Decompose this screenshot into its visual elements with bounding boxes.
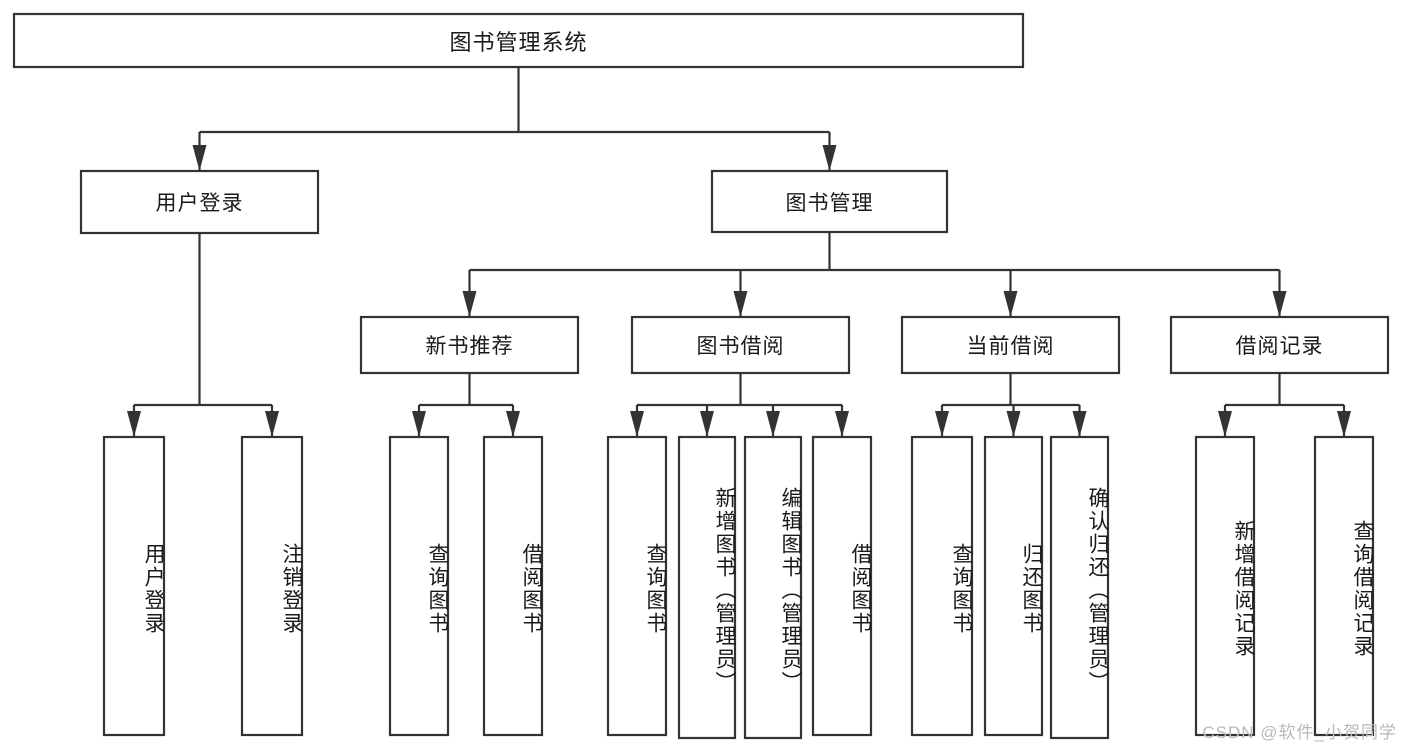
arrow-head-leaf-add-book bbox=[700, 411, 714, 437]
node-box-current-borrow[interactable] bbox=[900, 315, 1121, 375]
node-box-leaf-logout[interactable] bbox=[240, 435, 304, 737]
arrow-head-current-borrow bbox=[1003, 291, 1018, 317]
node-box-leaf-edit-book[interactable] bbox=[743, 435, 803, 740]
node-box-leaf-user-login[interactable] bbox=[102, 435, 166, 737]
node-box-leaf-query-book-3[interactable] bbox=[910, 435, 974, 737]
node-box-book-borrow[interactable] bbox=[630, 315, 851, 375]
box-layer bbox=[12, 12, 1390, 740]
node-box-book-manage[interactable] bbox=[710, 169, 949, 234]
node-box-leaf-query-book-2[interactable] bbox=[606, 435, 668, 737]
node-box-leaf-add-record[interactable] bbox=[1194, 435, 1256, 737]
arrow-head-leaf-borrow-book-1 bbox=[506, 411, 520, 437]
arrow-head-new-book-rec bbox=[462, 291, 477, 317]
arrow-head-leaf-edit-book bbox=[766, 411, 780, 437]
arrow-head-book-manage bbox=[822, 145, 837, 171]
arrow-head-leaf-query-book-2 bbox=[630, 411, 644, 437]
node-box-borrow-record[interactable] bbox=[1169, 315, 1390, 375]
arrow-head-leaf-logout bbox=[265, 411, 279, 437]
node-box-leaf-borrow-book-1[interactable] bbox=[482, 435, 544, 737]
node-box-leaf-confirm-return[interactable] bbox=[1049, 435, 1110, 740]
arrow-head-book-borrow bbox=[733, 291, 748, 317]
node-box-leaf-query-book-1[interactable] bbox=[388, 435, 450, 737]
arrow-head-leaf-query-book-1 bbox=[412, 411, 426, 437]
node-box-leaf-query-record[interactable] bbox=[1313, 435, 1375, 737]
node-box-new-book-rec[interactable] bbox=[359, 315, 580, 375]
arrow-head-leaf-confirm-return bbox=[1072, 411, 1087, 437]
node-box-user-login[interactable] bbox=[79, 169, 320, 235]
watermark-text: CSDN @软件_小贺同学 bbox=[1202, 723, 1397, 742]
arrow-head-borrow-record bbox=[1272, 291, 1287, 317]
arrow-head-leaf-user-login bbox=[127, 411, 141, 437]
connector-layer bbox=[127, 67, 1351, 437]
arrow-head-leaf-return-book bbox=[1006, 411, 1021, 437]
arrow-head-leaf-query-record bbox=[1337, 411, 1351, 437]
node-box-leaf-add-book[interactable] bbox=[677, 435, 737, 740]
arrow-head-leaf-query-book-3 bbox=[935, 411, 949, 437]
arrow-head-leaf-add-record bbox=[1218, 411, 1232, 437]
node-box-leaf-return-book[interactable] bbox=[983, 435, 1044, 737]
arrow-head-user-login bbox=[192, 145, 207, 171]
arrow-head-leaf-borrow-book-2 bbox=[835, 411, 849, 437]
node-box-root[interactable] bbox=[12, 12, 1025, 69]
node-box-leaf-borrow-book-2[interactable] bbox=[811, 435, 873, 737]
